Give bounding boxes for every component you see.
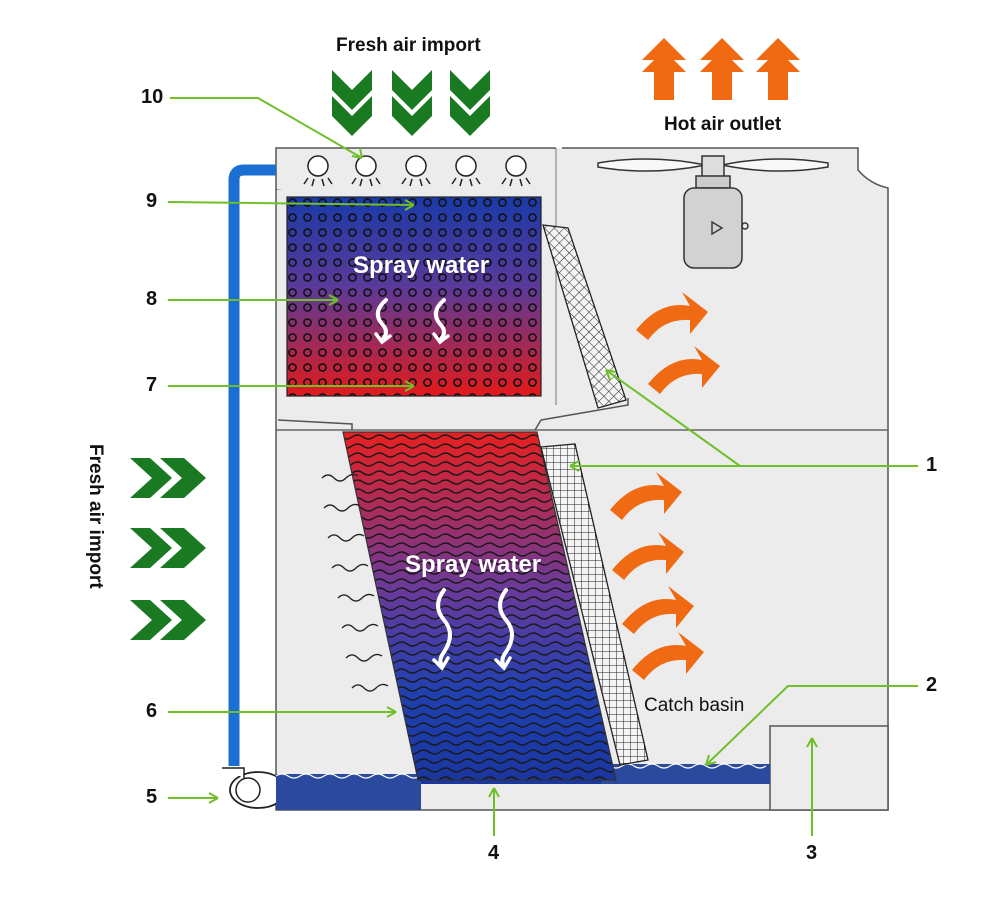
hot-air-curved-arrows — [610, 292, 720, 680]
drift-eliminator-lower — [540, 443, 649, 766]
callout-5: 5 — [146, 786, 158, 808]
lower-fill — [342, 431, 617, 781]
inlet-louvers — [321, 473, 389, 692]
fan-motor — [597, 155, 829, 269]
fresh-air-import-top-label: Fresh air import — [336, 35, 481, 56]
callout-2: 2 — [926, 674, 938, 696]
fresh-air-arrows-top — [332, 70, 490, 136]
hot-air-outlet-label: Hot air outlet — [664, 114, 782, 135]
spray-water-upper-label: Spray water — [353, 252, 490, 279]
callout-10: 10 — [141, 86, 164, 108]
callout-1: 1 — [926, 454, 938, 476]
drift-eliminator-upper — [542, 224, 627, 409]
upper-coil — [286, 196, 542, 397]
spray-nozzles — [303, 155, 531, 187]
hot-air-arrows-top — [642, 38, 800, 100]
fresh-air-import-side-label: Fresh air import — [85, 444, 106, 589]
callout-3: 3 — [806, 842, 818, 864]
callout-7: 7 — [146, 374, 158, 396]
callout-8: 8 — [146, 288, 158, 310]
callout-6: 6 — [146, 700, 158, 722]
water-flow-arrows — [374, 298, 514, 671]
callout-9: 9 — [146, 190, 158, 212]
recirculation-pipe — [228, 164, 276, 766]
fresh-air-arrows-side — [130, 458, 206, 640]
catch-basin-label: Catch basin — [644, 695, 745, 716]
callout-4: 4 — [488, 842, 500, 864]
spray-water-lower-label: Spray water — [405, 551, 542, 578]
callout-leader-lines — [167, 97, 918, 836]
